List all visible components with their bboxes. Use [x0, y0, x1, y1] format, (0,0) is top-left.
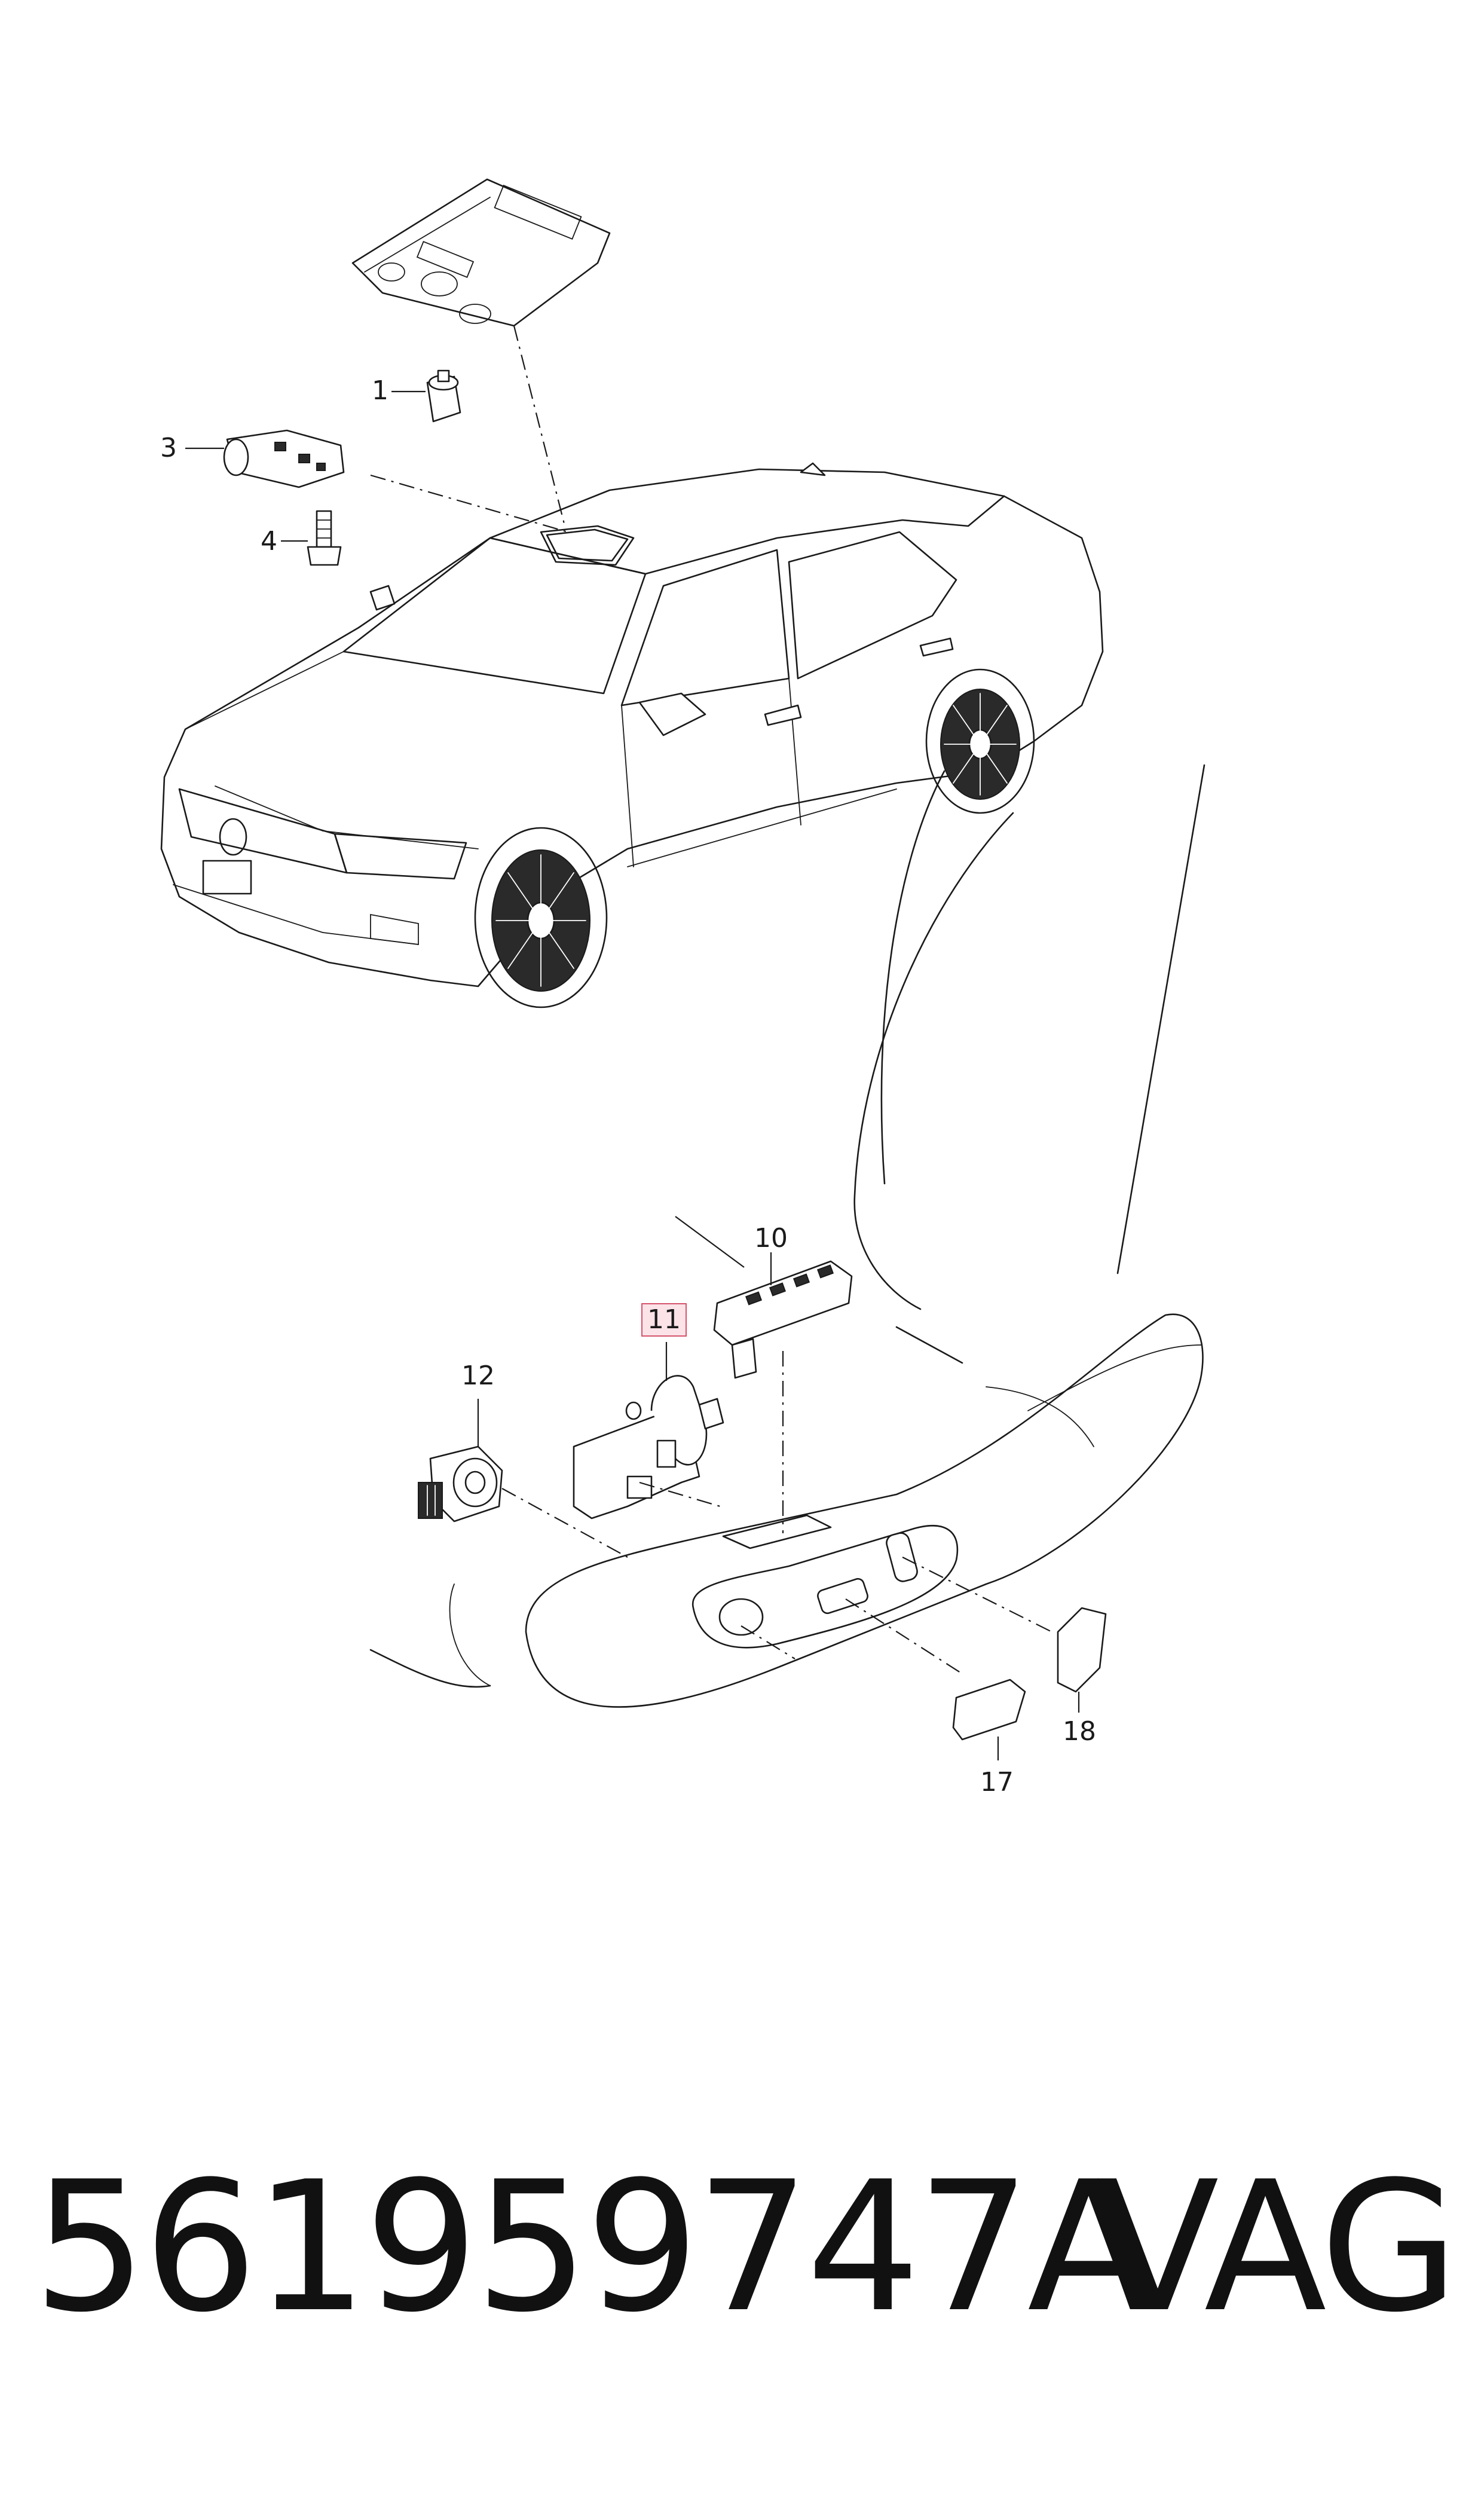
part-4-bolt — [281, 510, 342, 566]
part-12-connector — [418, 1399, 628, 1558]
leader-sensor-to-roof — [370, 474, 568, 533]
part-number: 561959747A — [33, 2143, 1150, 2352]
part-17-switch-cap — [845, 1598, 1026, 1760]
car-illustration — [160, 462, 1104, 1008]
part-18-switch-knob — [741, 1557, 1107, 1713]
part-1-bulb-holder — [391, 369, 461, 423]
overhead-console — [351, 178, 611, 327]
callout-1: 1 — [372, 375, 388, 406]
leader-console-to-roof — [513, 325, 566, 527]
callout-12: 12 — [461, 1361, 495, 1391]
callout-11-highlighted[interactable]: 11 — [641, 1303, 687, 1337]
part-10-switch-module — [675, 1216, 853, 1533]
callout-17: 17 — [980, 1767, 1014, 1797]
callout-3: 3 — [160, 433, 177, 463]
callout-4: 4 — [261, 526, 277, 557]
seat-illustration — [369, 764, 1205, 1708]
callout-10: 10 — [754, 1223, 788, 1254]
brand-name: VAG — [1096, 2143, 1459, 2352]
footer: 561959747A VAG — [33, 2140, 1459, 2355]
part-11-control-unit — [573, 1342, 724, 1520]
callout-18: 18 — [1063, 1716, 1096, 1747]
part-3-sensor — [185, 429, 345, 488]
